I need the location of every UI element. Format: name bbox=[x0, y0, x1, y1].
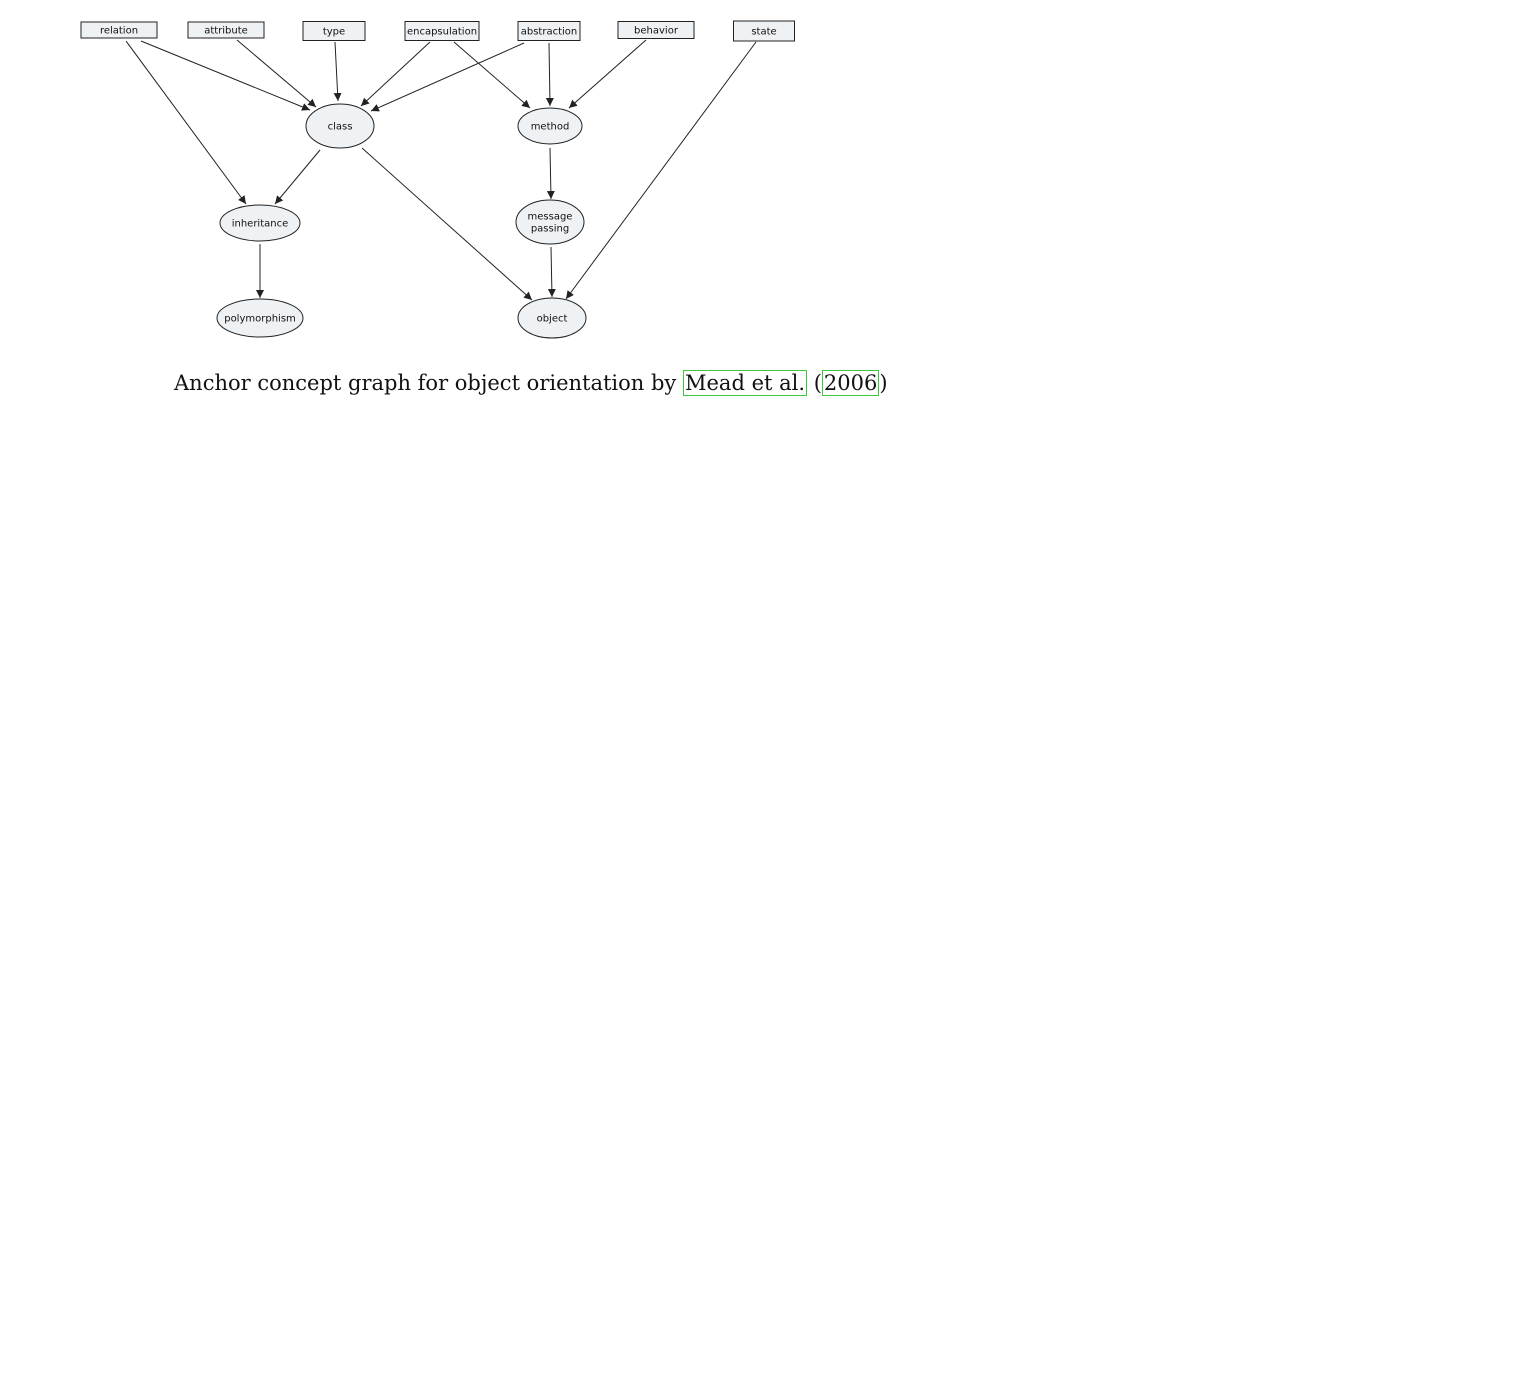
node-label: object bbox=[537, 314, 568, 325]
node-behavior: behavior bbox=[617, 21, 695, 39]
edge-abstraction-to-method bbox=[545, 42, 554, 107]
edge-message-passing-to-object bbox=[547, 246, 556, 298]
node-ellipse bbox=[517, 297, 587, 339]
node-box bbox=[404, 21, 480, 41]
node-label: inheritance bbox=[232, 219, 289, 230]
edge-state-to-object bbox=[565, 41, 757, 300]
edge-relation-to-class bbox=[140, 40, 311, 111]
node-label: abstraction bbox=[521, 27, 578, 38]
citation-year-link[interactable]: 2006 bbox=[821, 370, 880, 396]
node-box bbox=[302, 21, 366, 41]
citation-open-paren: ( bbox=[813, 371, 822, 395]
edge-encapsulation-to-method bbox=[453, 41, 531, 109]
figure-caption: Anchor concept graph for object orientat… bbox=[174, 368, 888, 398]
node-attribute: attribute bbox=[187, 21, 265, 39]
node-encapsulation: encapsulation bbox=[404, 21, 480, 41]
node-ellipse bbox=[305, 103, 375, 149]
node-ellipse bbox=[515, 199, 585, 245]
caption-text: Anchor concept graph for object orientat… bbox=[174, 371, 677, 395]
node-label: type bbox=[323, 27, 345, 38]
edge-class-to-inheritance bbox=[274, 149, 321, 205]
node-object: object bbox=[517, 297, 587, 339]
node-state: state bbox=[733, 20, 795, 42]
node-label: behavior bbox=[634, 26, 679, 37]
node-label: polymorphism bbox=[224, 314, 296, 325]
node-label: encapsulation bbox=[407, 27, 477, 38]
node-label: class bbox=[328, 122, 353, 133]
node-ellipse bbox=[517, 107, 583, 145]
citation-close-paren: ) bbox=[879, 371, 888, 395]
node-box bbox=[80, 21, 158, 39]
edge-type-to-class bbox=[333, 41, 342, 102]
node-label: attribute bbox=[204, 26, 248, 37]
node-class: class bbox=[305, 103, 375, 149]
edge-attribute-to-class bbox=[236, 39, 317, 108]
edge-class-to-object bbox=[361, 147, 533, 301]
node-label: method bbox=[531, 122, 570, 133]
node-box bbox=[187, 21, 265, 39]
node-ellipse bbox=[219, 204, 301, 242]
citation-authors-link[interactable]: Mead et al. bbox=[683, 370, 808, 396]
edge-method-to-message-passing bbox=[546, 147, 555, 200]
node-relation: relation bbox=[80, 21, 158, 39]
node-method: method bbox=[517, 107, 583, 145]
node-type: type bbox=[302, 21, 366, 41]
node-box bbox=[517, 21, 581, 41]
node-box bbox=[617, 21, 695, 39]
node-ellipse bbox=[216, 298, 304, 338]
edge-behavior-to-method bbox=[568, 39, 647, 109]
edge-encapsulation-to-class bbox=[360, 41, 431, 107]
node-abstraction: abstraction bbox=[517, 21, 581, 41]
edge-relation-to-inheritance bbox=[125, 40, 247, 205]
node-label: relation bbox=[100, 26, 138, 37]
node-box bbox=[733, 20, 795, 42]
edge-abstraction-to-class bbox=[370, 42, 525, 112]
node-inheritance: inheritance bbox=[219, 204, 301, 242]
node-label: state bbox=[751, 27, 776, 38]
node-polymorphism: polymorphism bbox=[216, 298, 304, 338]
concept-graph: relation attribute type encapsulation abstra… bbox=[80, 20, 795, 339]
